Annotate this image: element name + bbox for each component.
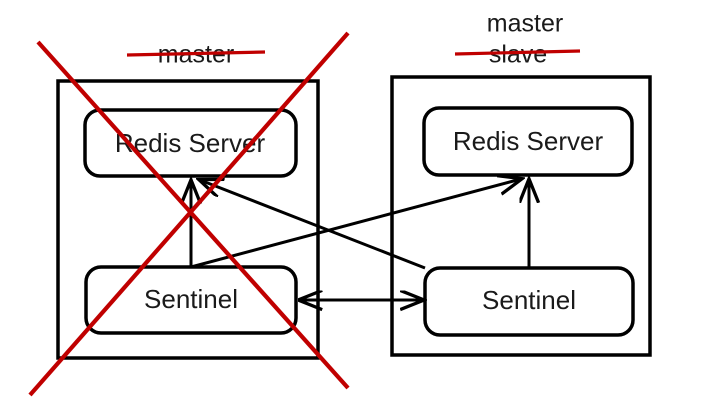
left-sentinel-node[interactable]: Sentinel xyxy=(84,265,298,335)
arrow-right-sentinel-to-left-redis xyxy=(200,180,426,270)
right-group-label-group: master slave xyxy=(454,10,581,69)
connections xyxy=(191,179,529,300)
left-redis-node[interactable]: Redis Server xyxy=(83,108,298,178)
right-sentinel-node[interactable]: Sentinel xyxy=(423,266,635,337)
right-redis-label: Redis Server xyxy=(453,126,604,156)
left-group-label-group: master xyxy=(126,41,266,69)
left-group-crossed-out-marker xyxy=(28,31,350,397)
right-group-label-top: master xyxy=(487,10,563,38)
right-redis-node[interactable]: Redis Server xyxy=(422,106,634,177)
left-redis-box[interactable] xyxy=(83,108,298,178)
left-group-label-strikethrough xyxy=(126,50,266,57)
right-group-label-bottom: slave xyxy=(489,41,547,69)
cross-line-descending xyxy=(36,40,350,390)
arrow-left-sentinel-to-right-redis xyxy=(190,179,521,269)
left-group[interactable]: Redis Server Sentinel xyxy=(56,79,320,360)
right-sentinel-label: Sentinel xyxy=(482,285,576,315)
right-group-label-strikethrough xyxy=(454,49,581,56)
cross-line-ascending xyxy=(28,31,350,397)
right-redis-box[interactable] xyxy=(422,106,634,177)
right-group[interactable]: Redis Server Sentinel xyxy=(390,75,652,357)
left-sentinel-label: Sentinel xyxy=(144,284,238,314)
